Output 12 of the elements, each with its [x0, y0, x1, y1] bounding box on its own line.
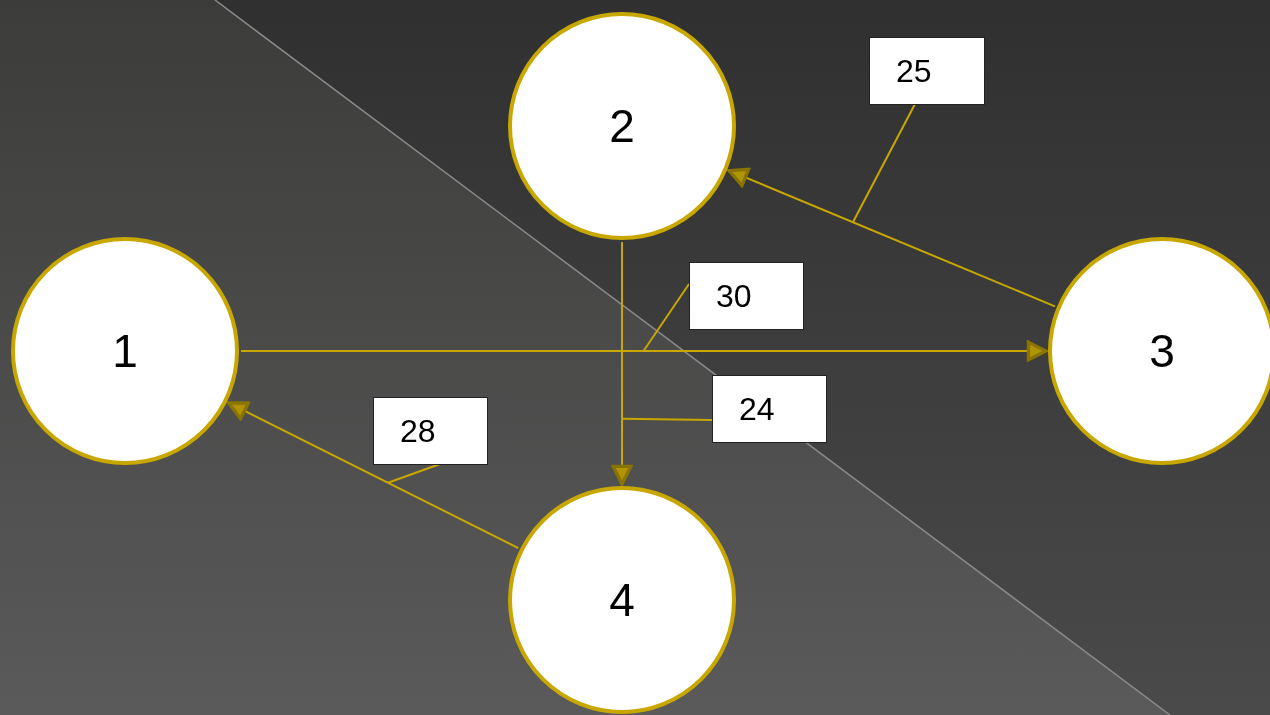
edge-label: 30 — [689, 262, 804, 330]
edge-label: 24 — [712, 375, 827, 443]
arrow — [611, 241, 633, 486]
node-number: 3 — [1149, 324, 1175, 378]
arrow — [727, 167, 1056, 308]
edge-label: 25 — [869, 37, 985, 105]
node-number: 4 — [609, 573, 635, 627]
arrow — [240, 340, 1048, 362]
arrow — [227, 401, 520, 550]
node-number: 1 — [112, 324, 138, 378]
edge-label: 28 — [373, 397, 488, 465]
node-number: 2 — [609, 99, 635, 153]
